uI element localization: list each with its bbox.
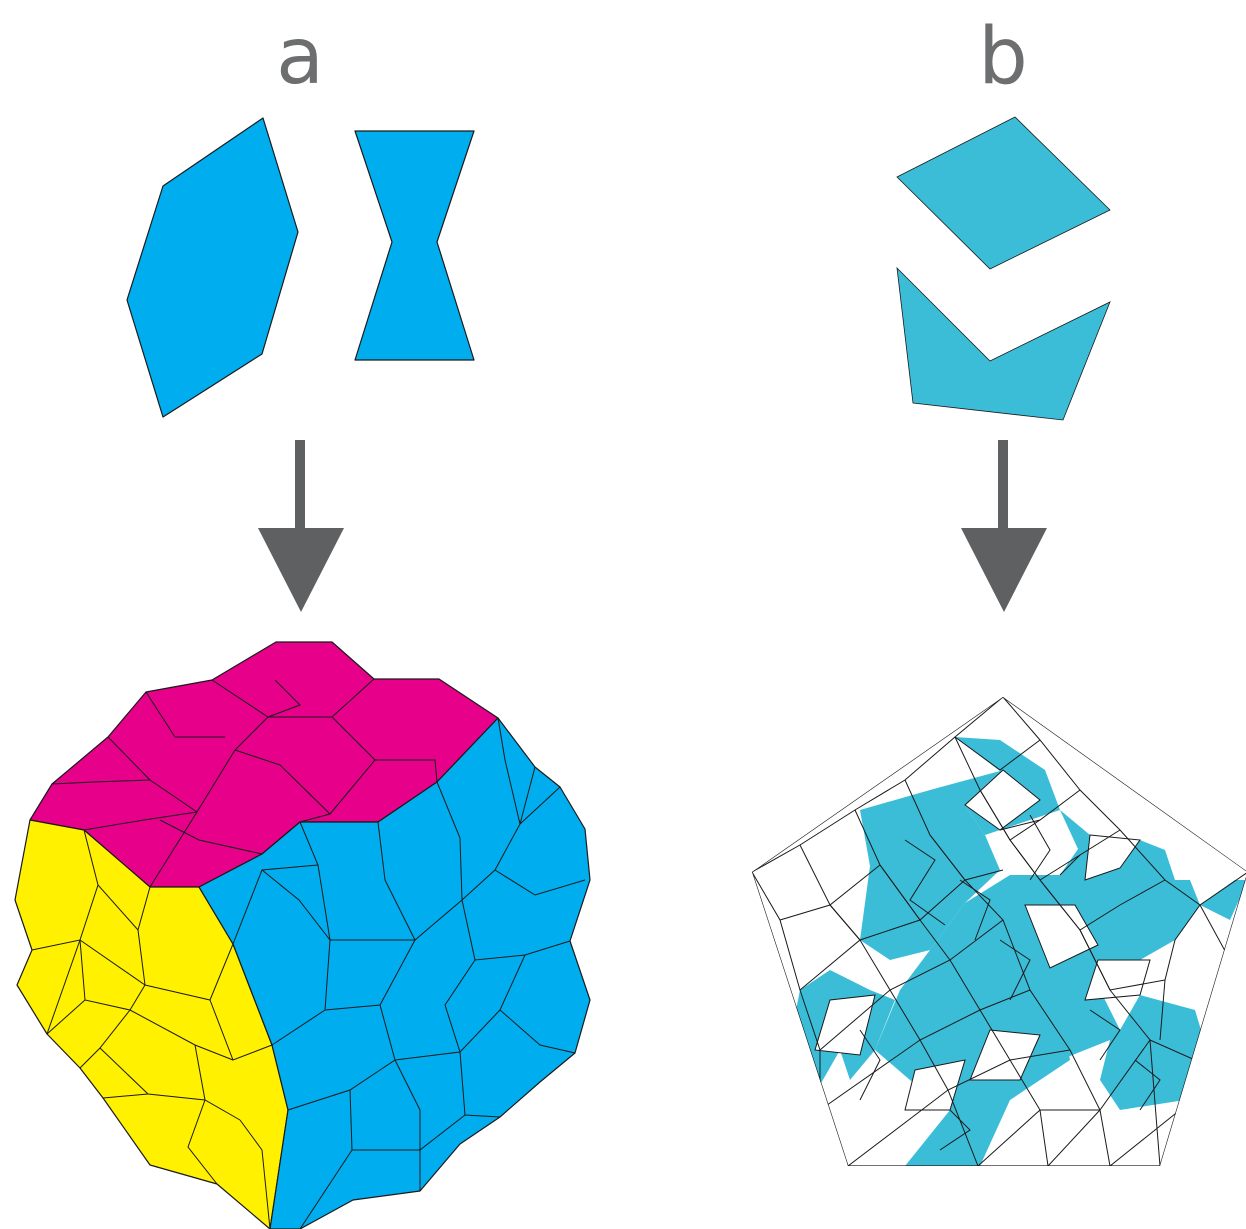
blue-tile-edges	[232, 717, 586, 1229]
rhombus-tile	[896, 116, 1111, 270]
panel-a-label: a	[276, 12, 324, 102]
down-arrow-icon	[961, 440, 1047, 612]
chevron-tile	[896, 266, 1111, 421]
blue-region	[198, 717, 591, 1229]
white-rhombi	[814, 769, 1151, 1111]
panel-b-label: b	[978, 12, 1028, 102]
down-arrow-icon	[258, 440, 344, 612]
yellow-tile-edges	[31, 829, 273, 1229]
panel-a: a	[14, 12, 591, 1229]
hexagon-bowtie-tiling	[14, 641, 591, 1229]
rhombus-pentagon-tiling	[752, 697, 1246, 1166]
pentagon-grid-lines	[752, 697, 1246, 1166]
magenta-tile-edges	[51, 678, 438, 888]
panel-b: b	[752, 12, 1246, 1166]
hexagon-tile	[126, 117, 299, 418]
bowtie-tile	[354, 130, 475, 361]
